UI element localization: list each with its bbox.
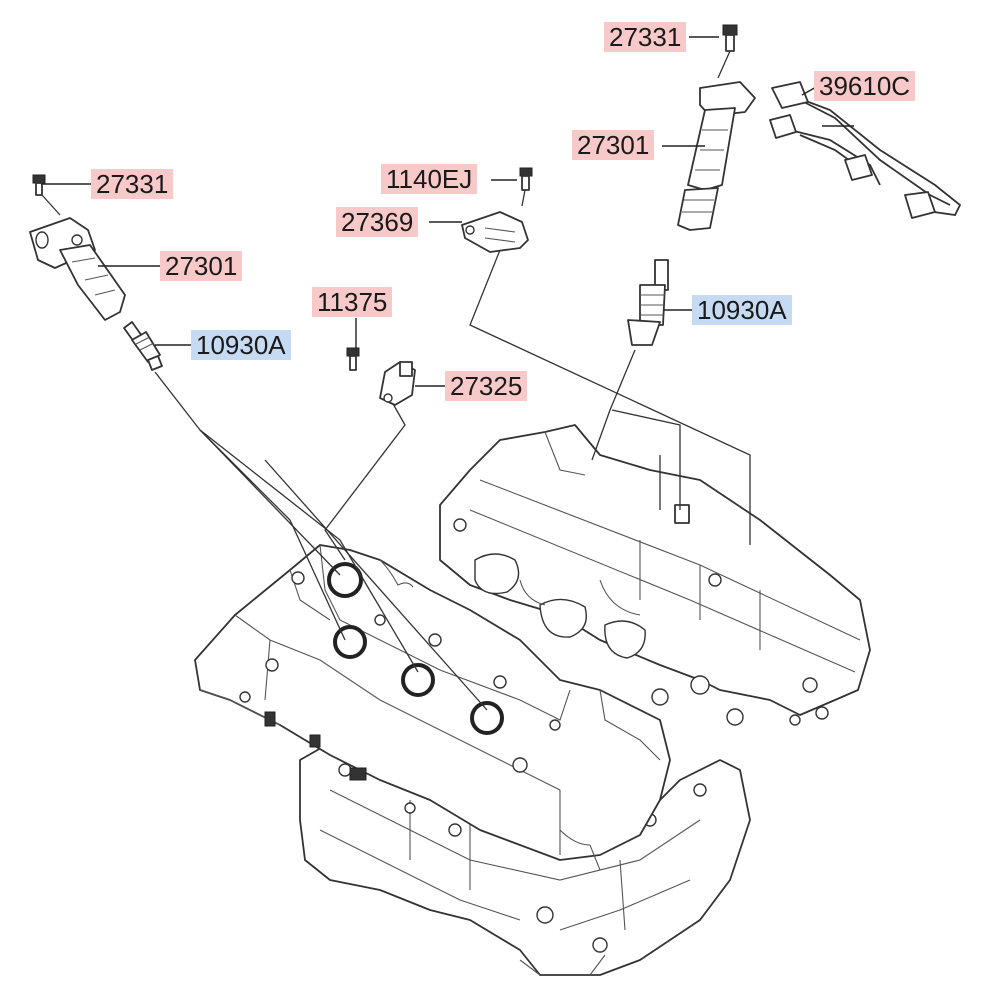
right-coil-bolt <box>717 24 738 79</box>
engine-lower-block <box>299 739 751 976</box>
right-ignition-coil <box>677 81 756 231</box>
part-label-1140ej[interactable]: 1140EJ <box>381 164 478 194</box>
coil-bracket-assembly <box>461 167 533 253</box>
left-coil-bolt <box>32 174 61 216</box>
left-ignition-coil <box>29 217 126 321</box>
front-bank-assembly-lines <box>154 371 488 711</box>
part-label-10930a-left[interactable]: 10930A <box>191 330 291 360</box>
engine-rear-bank <box>439 424 871 726</box>
left-spark-plug <box>123 321 163 371</box>
ignition-wiring-harness <box>769 81 962 219</box>
part-label-11375[interactable]: 11375 <box>312 287 393 317</box>
part-label-27369[interactable]: 27369 <box>336 207 419 237</box>
right-spark-plug <box>627 259 669 346</box>
part-label-27325[interactable]: 27325 <box>445 371 528 401</box>
part-label-27301-right[interactable]: 27301 <box>572 130 655 160</box>
engine-front-bank <box>194 544 671 871</box>
part-label-27331-top[interactable]: 27331 <box>604 22 687 52</box>
cam-sensor-assembly <box>346 347 416 406</box>
part-label-27331-left[interactable]: 27331 <box>91 169 174 199</box>
part-label-10930a-right[interactable]: 10930A <box>692 295 792 325</box>
part-label-39610c[interactable]: 39610C <box>814 71 916 101</box>
part-label-27301-left[interactable]: 27301 <box>160 251 243 281</box>
rear-bank-assembly-lines <box>469 249 751 545</box>
